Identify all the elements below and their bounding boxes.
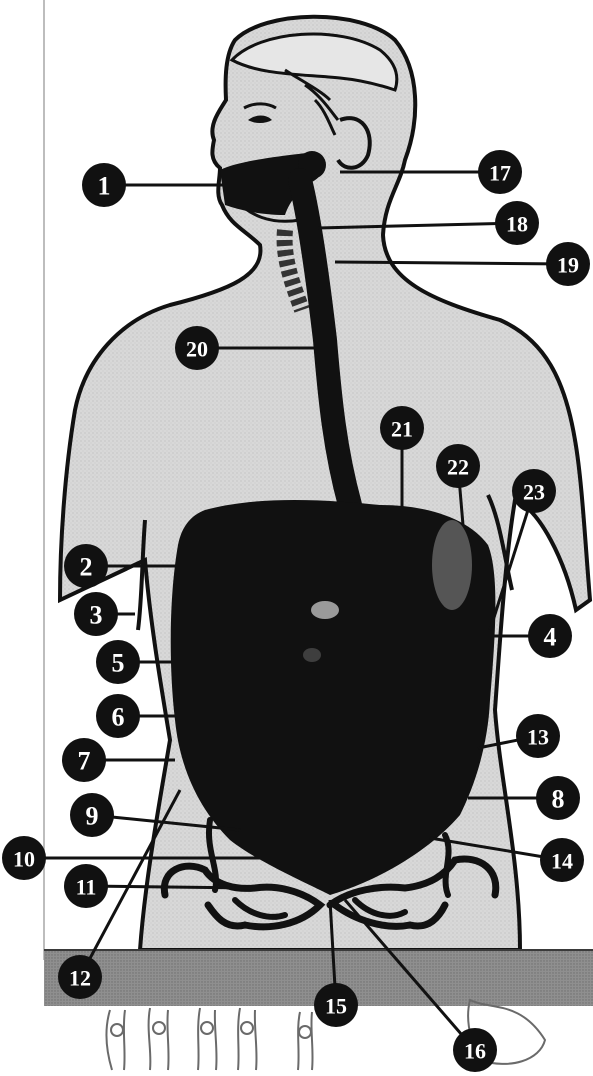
liver-highlight: [311, 601, 339, 619]
badge-number: 5: [112, 649, 125, 678]
label-badge-4: 4: [528, 614, 572, 658]
badge-number: 16: [464, 1039, 486, 1064]
leader-line-19: [335, 262, 568, 264]
label-badge-2: 2: [64, 544, 108, 588]
badge-number: 13: [527, 725, 549, 750]
badge-number: 21: [391, 417, 413, 442]
badge-number: 3: [90, 601, 103, 630]
label-badge-20: 20: [175, 326, 219, 370]
label-badge-21: 21: [380, 406, 424, 450]
badge-number: 19: [557, 253, 579, 278]
badge-number: 17: [489, 161, 511, 186]
label-badge-13: 13: [516, 714, 560, 758]
badge-number: 20: [186, 337, 208, 362]
badge-number: 11: [76, 875, 97, 900]
label-badge-17: 17: [478, 150, 522, 194]
badge-number: 2: [80, 553, 93, 582]
badge-number: 22: [447, 455, 469, 480]
label-badge-11: 11: [64, 864, 108, 908]
badge-number: 8: [552, 785, 565, 814]
leader-line-11: [86, 886, 250, 888]
label-badge-6: 6: [96, 694, 140, 738]
badge-number: 1: [98, 172, 111, 201]
label-badge-3: 3: [74, 592, 118, 636]
label-badge-18: 18: [495, 201, 539, 245]
badge-number: 14: [551, 849, 573, 874]
badge-number: 9: [86, 802, 99, 831]
label-badge-23: 23: [512, 469, 556, 513]
badge-number: 12: [69, 966, 91, 991]
label-badge-19: 19: [546, 242, 590, 286]
stomach-highlight: [432, 520, 472, 610]
label-badge-5: 5: [96, 640, 140, 684]
label-badge-14: 14: [540, 838, 584, 882]
label-badge-22: 22: [436, 444, 480, 488]
badge-number: 15: [325, 994, 347, 1019]
label-badge-1: 1: [82, 163, 126, 207]
label-badge-16: 16: [453, 1028, 497, 1072]
badge-number: 4: [544, 623, 557, 652]
label-badge-10: 10: [2, 836, 46, 880]
badge-number: 6: [112, 703, 125, 732]
badge-number: 18: [506, 212, 528, 237]
label-badge-15: 15: [314, 983, 358, 1027]
badge-number: 7: [78, 747, 91, 776]
label-badge-12: 12: [58, 955, 102, 999]
gallbladder-highlight: [303, 648, 321, 662]
label-badge-8: 8: [536, 776, 580, 820]
badge-number: 10: [13, 847, 35, 872]
label-badge-9: 9: [70, 793, 114, 837]
label-badge-7: 7: [62, 738, 106, 782]
badge-number: 23: [523, 480, 545, 505]
